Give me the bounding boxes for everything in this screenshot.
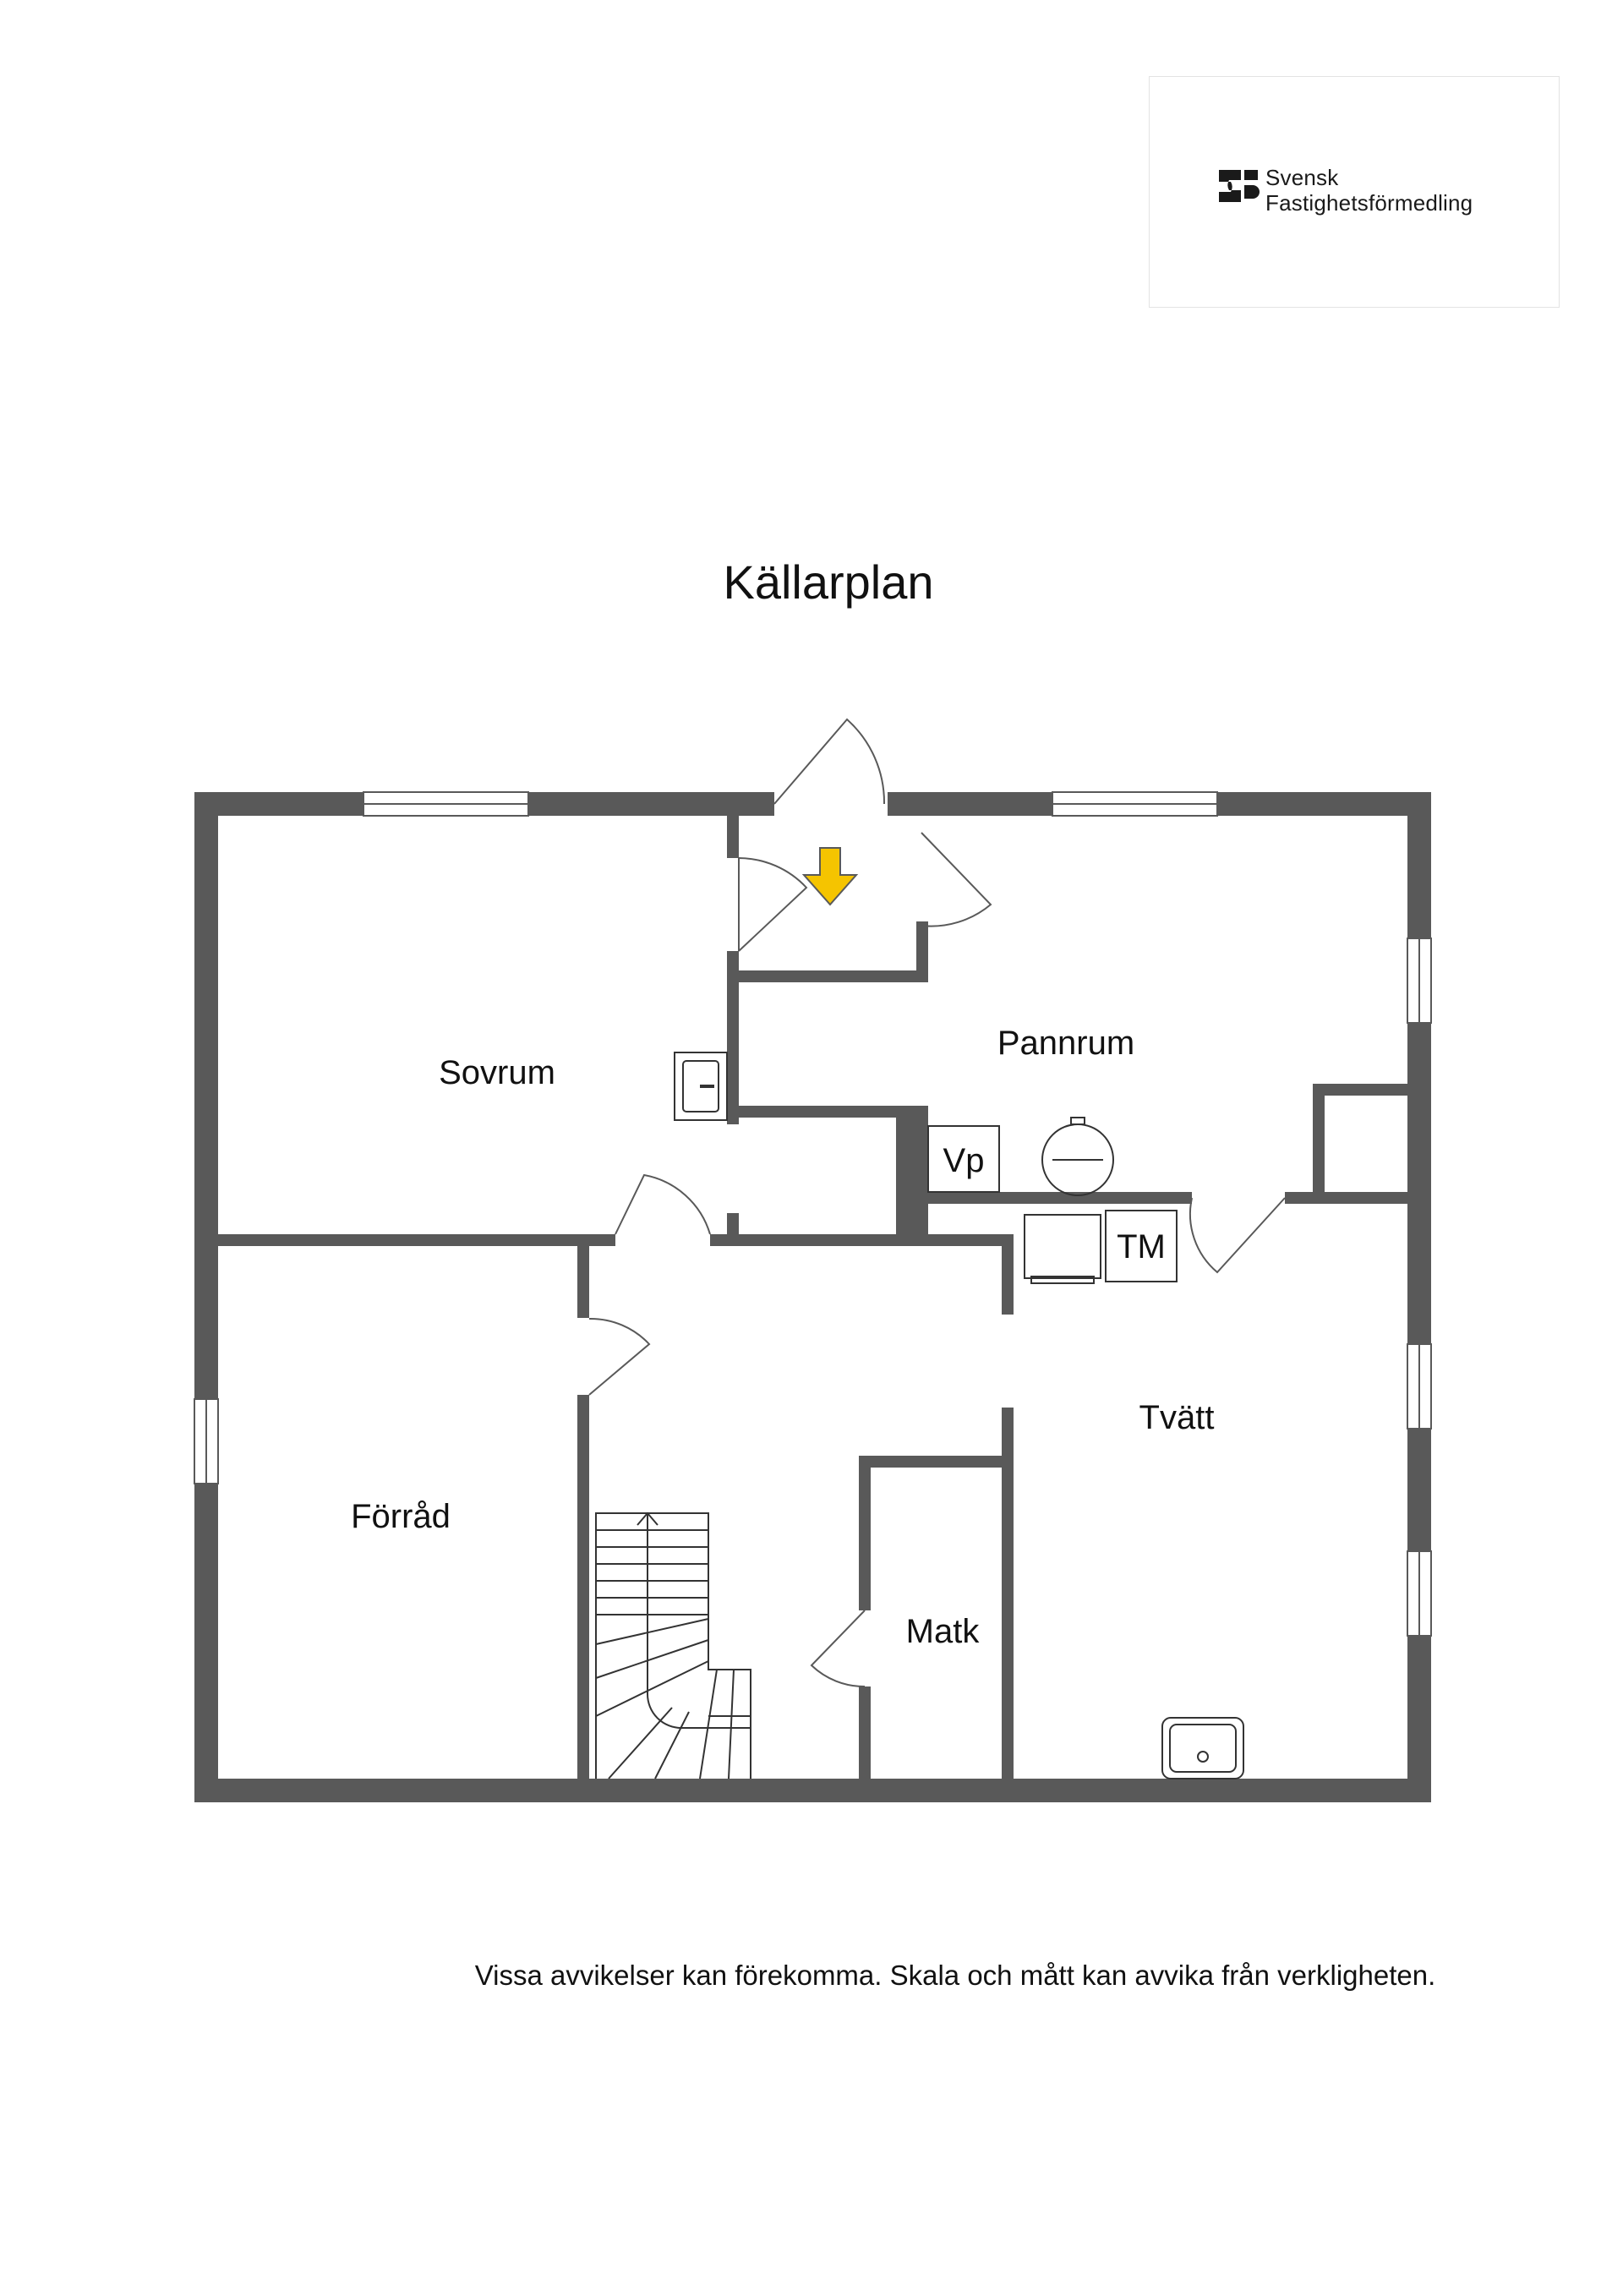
- wall-sovrum-forrad-2: [710, 1234, 1002, 1246]
- logo-box: Svensk Fastighetsförmedling: [1149, 76, 1560, 308]
- door-sovrum-hall-lower: [615, 1173, 711, 1235]
- water-heater-icon: [1041, 1117, 1114, 1196]
- room-label-sovrum: Sovrum: [439, 1054, 555, 1091]
- wall-pannrum-tvatt: [1285, 1192, 1407, 1204]
- wall-sovrum-stub: [727, 1213, 739, 1234]
- doors: [588, 718, 1286, 1688]
- wall-left: [194, 792, 218, 1802]
- wall-matk-left: [859, 1686, 871, 1779]
- wall-sovrum-hall-top: [727, 816, 739, 858]
- wall-matk-left-top: [859, 1456, 871, 1610]
- door-hall-sovrum: [738, 857, 808, 952]
- disclaimer: Vissa avvikelser kan förekomma. Skala oc…: [474, 1960, 1436, 1991]
- wall-hall-pannrum-v: [916, 921, 928, 981]
- door-hall-pannrum: [921, 832, 992, 927]
- staircase-icon: [595, 1512, 751, 1779]
- interior-walls: [218, 816, 1407, 1779]
- wall-storage-box-v: [1313, 1084, 1325, 1204]
- entrance-arrow-icon: [801, 847, 859, 906]
- room-label-pannrum: Pannrum: [997, 1025, 1134, 1062]
- room-label-matk: Matk: [906, 1613, 981, 1650]
- wall-chimney: [896, 1106, 928, 1234]
- wall-hall-tvatt: [1002, 1408, 1014, 1779]
- plan-title: Källarplan: [723, 555, 934, 609]
- wall-hall-tvatt-top: [1002, 1234, 1014, 1315]
- wall-hall-pannrum-h: [727, 970, 928, 982]
- wall-bottom: [194, 1779, 1431, 1802]
- wall-forrad-hall-top: [577, 1246, 589, 1318]
- dryer-icon: [1024, 1214, 1101, 1284]
- logo-line-1: Svensk: [1265, 165, 1339, 190]
- logo-line-2: Fastighetsförmedling: [1265, 190, 1473, 216]
- vp-box: [927, 1125, 1000, 1193]
- door-matk: [810, 1610, 866, 1688]
- wall-forrad-hall: [577, 1395, 589, 1779]
- vp-label: Vp: [943, 1142, 985, 1179]
- windows: [194, 791, 1432, 1637]
- wall-sovrum-forrad-1: [218, 1234, 615, 1246]
- sink-tvatt-icon: [1161, 1717, 1244, 1779]
- room-label-forrad: Förråd: [351, 1498, 451, 1535]
- door-forrad: [588, 1317, 651, 1396]
- tm-box: [1105, 1210, 1178, 1282]
- door-tvatt-pannrum: [1189, 1197, 1286, 1274]
- sink-sovrum-icon: [674, 1052, 728, 1121]
- tm-label: TM: [1117, 1228, 1166, 1266]
- wall-matk-top: [859, 1456, 1014, 1468]
- wall-sovrum-hall: [727, 951, 739, 1124]
- logo-mark-icon: [1219, 170, 1260, 202]
- outer-walls: [194, 792, 1431, 1802]
- wall-pannrum-bottom: [928, 1192, 1192, 1204]
- door-entrance-left: [773, 718, 886, 805]
- wall-pannrum-corridor: [727, 1106, 896, 1118]
- room-label-tvatt: Tvätt: [1139, 1399, 1215, 1436]
- wall-storage-box-h: [1313, 1084, 1407, 1096]
- logo-text: Svensk Fastighetsförmedling: [1265, 165, 1473, 216]
